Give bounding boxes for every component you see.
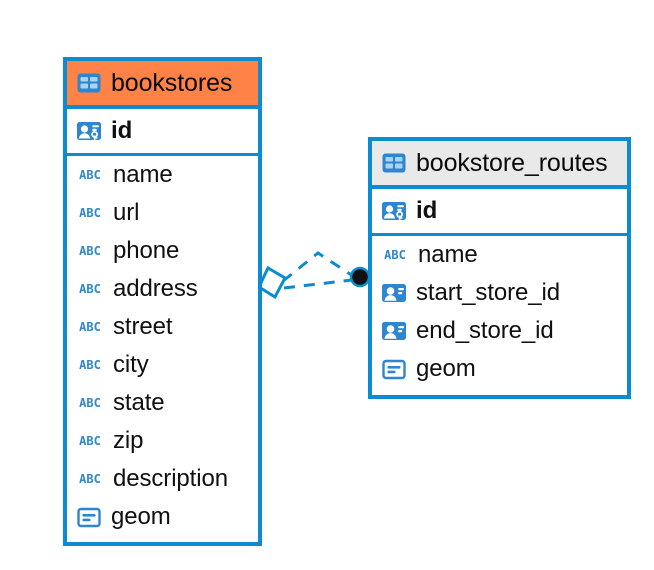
svg-text:ABC: ABC bbox=[79, 472, 101, 486]
column-label-start-store-id: start_store_id bbox=[416, 279, 561, 306]
primary-key-icon bbox=[77, 122, 101, 140]
column-label-state: state bbox=[113, 389, 165, 416]
column-label-url: url bbox=[113, 199, 140, 226]
text-abc-icon: ABC bbox=[384, 248, 406, 262]
svg-text:ABC: ABC bbox=[79, 244, 101, 258]
text-abc-icon: ABC bbox=[79, 206, 101, 220]
column-label-name: name bbox=[113, 161, 173, 188]
column-label-street: street bbox=[113, 313, 173, 340]
filled-circle-icon bbox=[349, 266, 371, 288]
column-row-url[interactable]: ABC url bbox=[67, 194, 258, 232]
diamond-outline-icon bbox=[257, 265, 287, 300]
column-row-geom[interactable]: geom bbox=[67, 498, 258, 536]
entity-title-bookstore-routes: bookstore_routes bbox=[416, 148, 608, 177]
column-row-description[interactable]: ABC description bbox=[67, 460, 258, 498]
column-label-name: name bbox=[418, 241, 478, 268]
entity-title-bookstores: bookstores bbox=[111, 68, 233, 97]
svg-text:ABC: ABC bbox=[384, 248, 406, 262]
column-label-geom: geom bbox=[416, 355, 476, 382]
svg-text:ABC: ABC bbox=[79, 168, 101, 182]
text-abc-icon: ABC bbox=[79, 168, 101, 182]
geometry-icon bbox=[382, 359, 406, 380]
column-row-name[interactable]: ABC name bbox=[67, 156, 258, 194]
column-row-street[interactable]: ABC street bbox=[67, 308, 258, 346]
column-row-address[interactable]: ABC address bbox=[67, 270, 258, 308]
text-abc-icon: ABC bbox=[79, 472, 101, 486]
geometry-icon bbox=[77, 507, 101, 528]
column-row-id[interactable]: id bbox=[372, 189, 627, 236]
column-label-id: id bbox=[111, 117, 133, 144]
relationship-line-upper bbox=[282, 251, 354, 283]
svg-text:ABC: ABC bbox=[79, 434, 101, 448]
table-icon bbox=[77, 73, 101, 93]
primary-key-icon bbox=[382, 202, 406, 220]
column-label-id: id bbox=[416, 197, 438, 224]
svg-text:ABC: ABC bbox=[79, 282, 101, 296]
column-row-city[interactable]: ABC city bbox=[67, 346, 258, 384]
column-row-state[interactable]: ABC state bbox=[67, 384, 258, 422]
text-abc-icon: ABC bbox=[79, 320, 101, 334]
column-label-zip: zip bbox=[113, 427, 144, 454]
text-abc-icon: ABC bbox=[79, 358, 101, 372]
text-abc-icon: ABC bbox=[79, 396, 101, 410]
column-label-phone: phone bbox=[113, 237, 180, 264]
entity-header-bookstore-routes[interactable]: bookstore_routes bbox=[372, 141, 627, 189]
text-abc-icon: ABC bbox=[79, 244, 101, 258]
text-abc-icon: ABC bbox=[79, 434, 101, 448]
svg-text:ABC: ABC bbox=[79, 358, 101, 372]
svg-text:ABC: ABC bbox=[79, 320, 101, 334]
column-row-name[interactable]: ABC name bbox=[372, 236, 627, 274]
column-label-description: description bbox=[113, 465, 228, 492]
entity-bookstore-routes[interactable]: bookstore_routes id ABC name bbox=[368, 137, 631, 399]
entity-bookstores[interactable]: bookstores id ABC name ABC bbox=[63, 57, 262, 546]
column-row-end-store-id[interactable]: end_store_id bbox=[372, 312, 627, 350]
column-row-phone[interactable]: ABC phone bbox=[67, 232, 258, 270]
column-row-id[interactable]: id bbox=[67, 109, 258, 156]
column-label-end-store-id: end_store_id bbox=[416, 317, 554, 344]
column-label-city: city bbox=[113, 351, 149, 378]
svg-text:ABC: ABC bbox=[79, 206, 101, 220]
column-label-geom: geom bbox=[111, 503, 171, 530]
relationship-line-lower bbox=[283, 278, 353, 290]
text-abc-icon: ABC bbox=[79, 282, 101, 296]
table-icon bbox=[382, 153, 406, 173]
foreign-key-icon bbox=[382, 284, 406, 302]
column-row-geom[interactable]: geom bbox=[372, 350, 627, 388]
entity-header-bookstores[interactable]: bookstores bbox=[67, 61, 258, 109]
column-row-zip[interactable]: ABC zip bbox=[67, 422, 258, 460]
svg-text:ABC: ABC bbox=[79, 396, 101, 410]
column-row-start-store-id[interactable]: start_store_id bbox=[372, 274, 627, 312]
foreign-key-icon bbox=[382, 322, 406, 340]
column-label-address: address bbox=[113, 275, 198, 302]
